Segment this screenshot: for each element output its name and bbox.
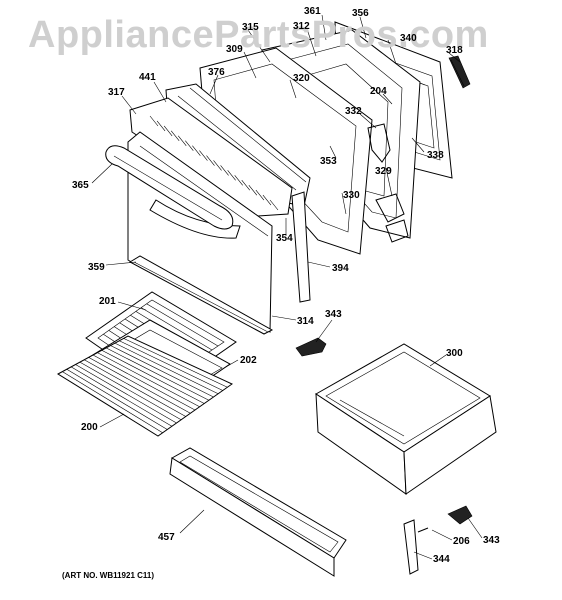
callout-317: 317 (108, 87, 125, 98)
callout-394: 394 (332, 263, 349, 274)
door-gasket (448, 55, 471, 89)
callout-338: 338 (427, 150, 444, 161)
callout-200: 200 (81, 422, 98, 433)
callout-330: 330 (343, 190, 360, 201)
callout-332: 332 (345, 106, 362, 117)
callout-204: 204 (370, 86, 387, 97)
callout-340: 340 (400, 33, 417, 44)
callout-376: 376 (208, 67, 225, 78)
callout-457: 457 (158, 532, 175, 543)
drawer-slide (403, 519, 419, 575)
latch-part (295, 337, 327, 357)
door-handle (105, 145, 234, 230)
oven-rack (57, 335, 233, 437)
callout-344: 344 (433, 554, 450, 565)
callout-309: 309 (226, 44, 243, 55)
storage-drawer (315, 343, 497, 495)
door-side-trim (291, 191, 311, 303)
door-vent-trim (129, 97, 293, 217)
callout-354: 354 (276, 233, 293, 244)
callout-206: 206 (453, 536, 470, 547)
callout-343-upper: 343 (325, 309, 342, 320)
callout-315: 315 (242, 22, 259, 33)
callout-329: 329 (375, 166, 392, 177)
callout-343-lower: 343 (483, 535, 500, 546)
callout-314: 314 (297, 316, 314, 327)
callout-361: 361 (304, 6, 321, 17)
drawer-latch (417, 505, 473, 533)
callout-202: 202 (240, 355, 257, 366)
callout-356: 356 (352, 8, 369, 19)
door-hinge (367, 123, 409, 243)
callout-312: 312 (293, 21, 310, 32)
callout-441: 441 (139, 72, 156, 83)
callout-353: 353 (320, 156, 337, 167)
callout-300: 300 (446, 348, 463, 359)
door-bottom-rail (128, 255, 274, 335)
art-number: (ART NO. WB11921 C11) (62, 571, 155, 580)
callout-359: 359 (88, 262, 105, 273)
callout-201: 201 (99, 296, 116, 307)
callout-365: 365 (72, 180, 89, 191)
callout-318: 318 (446, 45, 463, 56)
callout-320: 320 (293, 73, 310, 84)
drawer-front-panel (169, 447, 347, 577)
leader-lines (91, 14, 483, 560)
